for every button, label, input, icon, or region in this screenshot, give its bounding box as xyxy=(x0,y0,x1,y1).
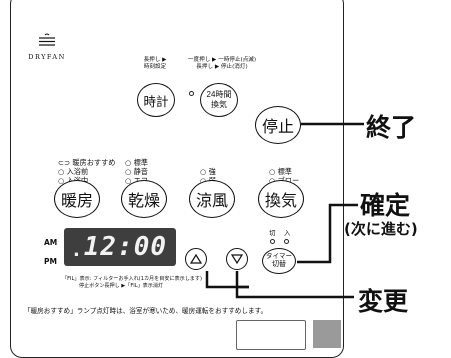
timer-on-indicator xyxy=(284,239,289,244)
drying-button[interactable]: 乾燥 xyxy=(121,180,167,218)
drying-button-label: 乾燥 xyxy=(127,193,160,210)
control-panel xyxy=(10,0,344,358)
ventilation24-hint-2: 長押し ▶ 停止(消灯) xyxy=(196,64,248,70)
indicator-heating-recommend: ⊂⊃ 暖房おすすめ xyxy=(58,158,116,167)
am-label: AM xyxy=(44,238,58,247)
indicator-vent-standard: ○ 標準 xyxy=(269,167,292,176)
footer-note: 「暖房おすすめ」ランプ点灯時は、浴室が寒いため、暖房運転をおすすめします。 xyxy=(24,307,268,315)
recommend-lamp-icon: ⊂⊃ xyxy=(58,158,71,167)
down-button[interactable] xyxy=(226,248,248,270)
clock-button[interactable]: 時計 xyxy=(137,83,175,117)
callout-change: 変更 xyxy=(358,287,409,316)
clock-button-label: 時計 xyxy=(143,94,169,109)
pm-label: PM xyxy=(44,257,57,266)
change-callout-down xyxy=(235,271,354,299)
cooling-button-label: 涼風 xyxy=(195,193,228,210)
receiver-panel xyxy=(313,320,341,348)
timer-switch-label-2: 切替 xyxy=(272,261,286,268)
change-callout-up xyxy=(205,271,249,289)
stop-button-label: 停止 xyxy=(261,119,294,136)
filter-note: 「FIL」表示: フィルターお手入れ(1カ月を目安に表示します) 停止ボタン長押… xyxy=(62,276,202,290)
timer-off-label: 切 xyxy=(269,229,276,237)
heating-button-label: 暖房 xyxy=(60,193,93,210)
ventilation24-hint: 一度押し ▶ 一時停止(点滅) 長押し ▶ 停止(消灯) xyxy=(182,57,262,71)
ventilation24-button[interactable]: 24時間 換気 xyxy=(200,83,238,117)
indicator-dry-quiet: ○ 静音 xyxy=(125,167,148,176)
indicator-dry-standard: ○ 標準 xyxy=(125,158,148,167)
callout-next: (次に進む) xyxy=(344,220,418,238)
lcd-time: 12:00 xyxy=(83,232,168,262)
indicator-before-bath: ○ 入浴前 xyxy=(58,167,89,176)
filter-note-line-1: 「FIL」表示: フィルターお手入れ(1カ月を目安に表示します) xyxy=(62,276,202,282)
logo-mark-icon xyxy=(39,33,55,46)
timer-switch-label-1: タイマー xyxy=(266,253,292,260)
cooling-button[interactable]: 涼風 xyxy=(189,180,235,218)
clock-hint-2: 時刻設定 xyxy=(143,64,167,70)
ventilation-button-label: 換気 xyxy=(264,193,297,210)
callout-lines xyxy=(205,122,364,299)
confirm-callout-line xyxy=(297,203,358,264)
brand-logo: DRYFAN xyxy=(26,32,68,61)
callout-end: 終了 xyxy=(366,113,417,142)
triangle-down-icon xyxy=(231,254,243,264)
indicator-cool-strong: ○ 強 xyxy=(200,167,216,176)
clock-hint-1: 長押し ▶ xyxy=(143,57,167,63)
sensor-window xyxy=(236,320,306,350)
timer-on-label: 入 xyxy=(284,229,291,237)
heating-button[interactable]: 暖房 xyxy=(54,180,100,218)
ventilation24-indicator xyxy=(189,91,194,96)
timer-off-indicator xyxy=(270,239,275,244)
ventilation24-label-1: 24時間 xyxy=(206,90,232,99)
timer-switch-button[interactable]: タイマー 切替 xyxy=(262,248,296,274)
lcd-dot-icon: . xyxy=(72,239,80,261)
callout-confirm: 確定 xyxy=(360,191,411,220)
up-button[interactable] xyxy=(185,248,207,270)
brand-name: DRYFAN xyxy=(28,53,66,61)
clock-hint: 長押し ▶ 時刻設定 xyxy=(137,57,173,71)
ventilation24-hint-1: 一度押し ▶ 一時停止(点滅) xyxy=(187,57,257,63)
filter-note-line-2: 停止ボタン長押し ▶「FIL」表示消灯 xyxy=(78,283,164,289)
ventilation24-label-2: 換気 xyxy=(211,100,227,109)
stop-button[interactable]: 停止 xyxy=(255,106,301,144)
lcd-display: . 12:00 xyxy=(64,228,176,266)
ventilation-button[interactable]: 換気 xyxy=(258,180,304,218)
triangle-up-icon xyxy=(190,254,202,264)
